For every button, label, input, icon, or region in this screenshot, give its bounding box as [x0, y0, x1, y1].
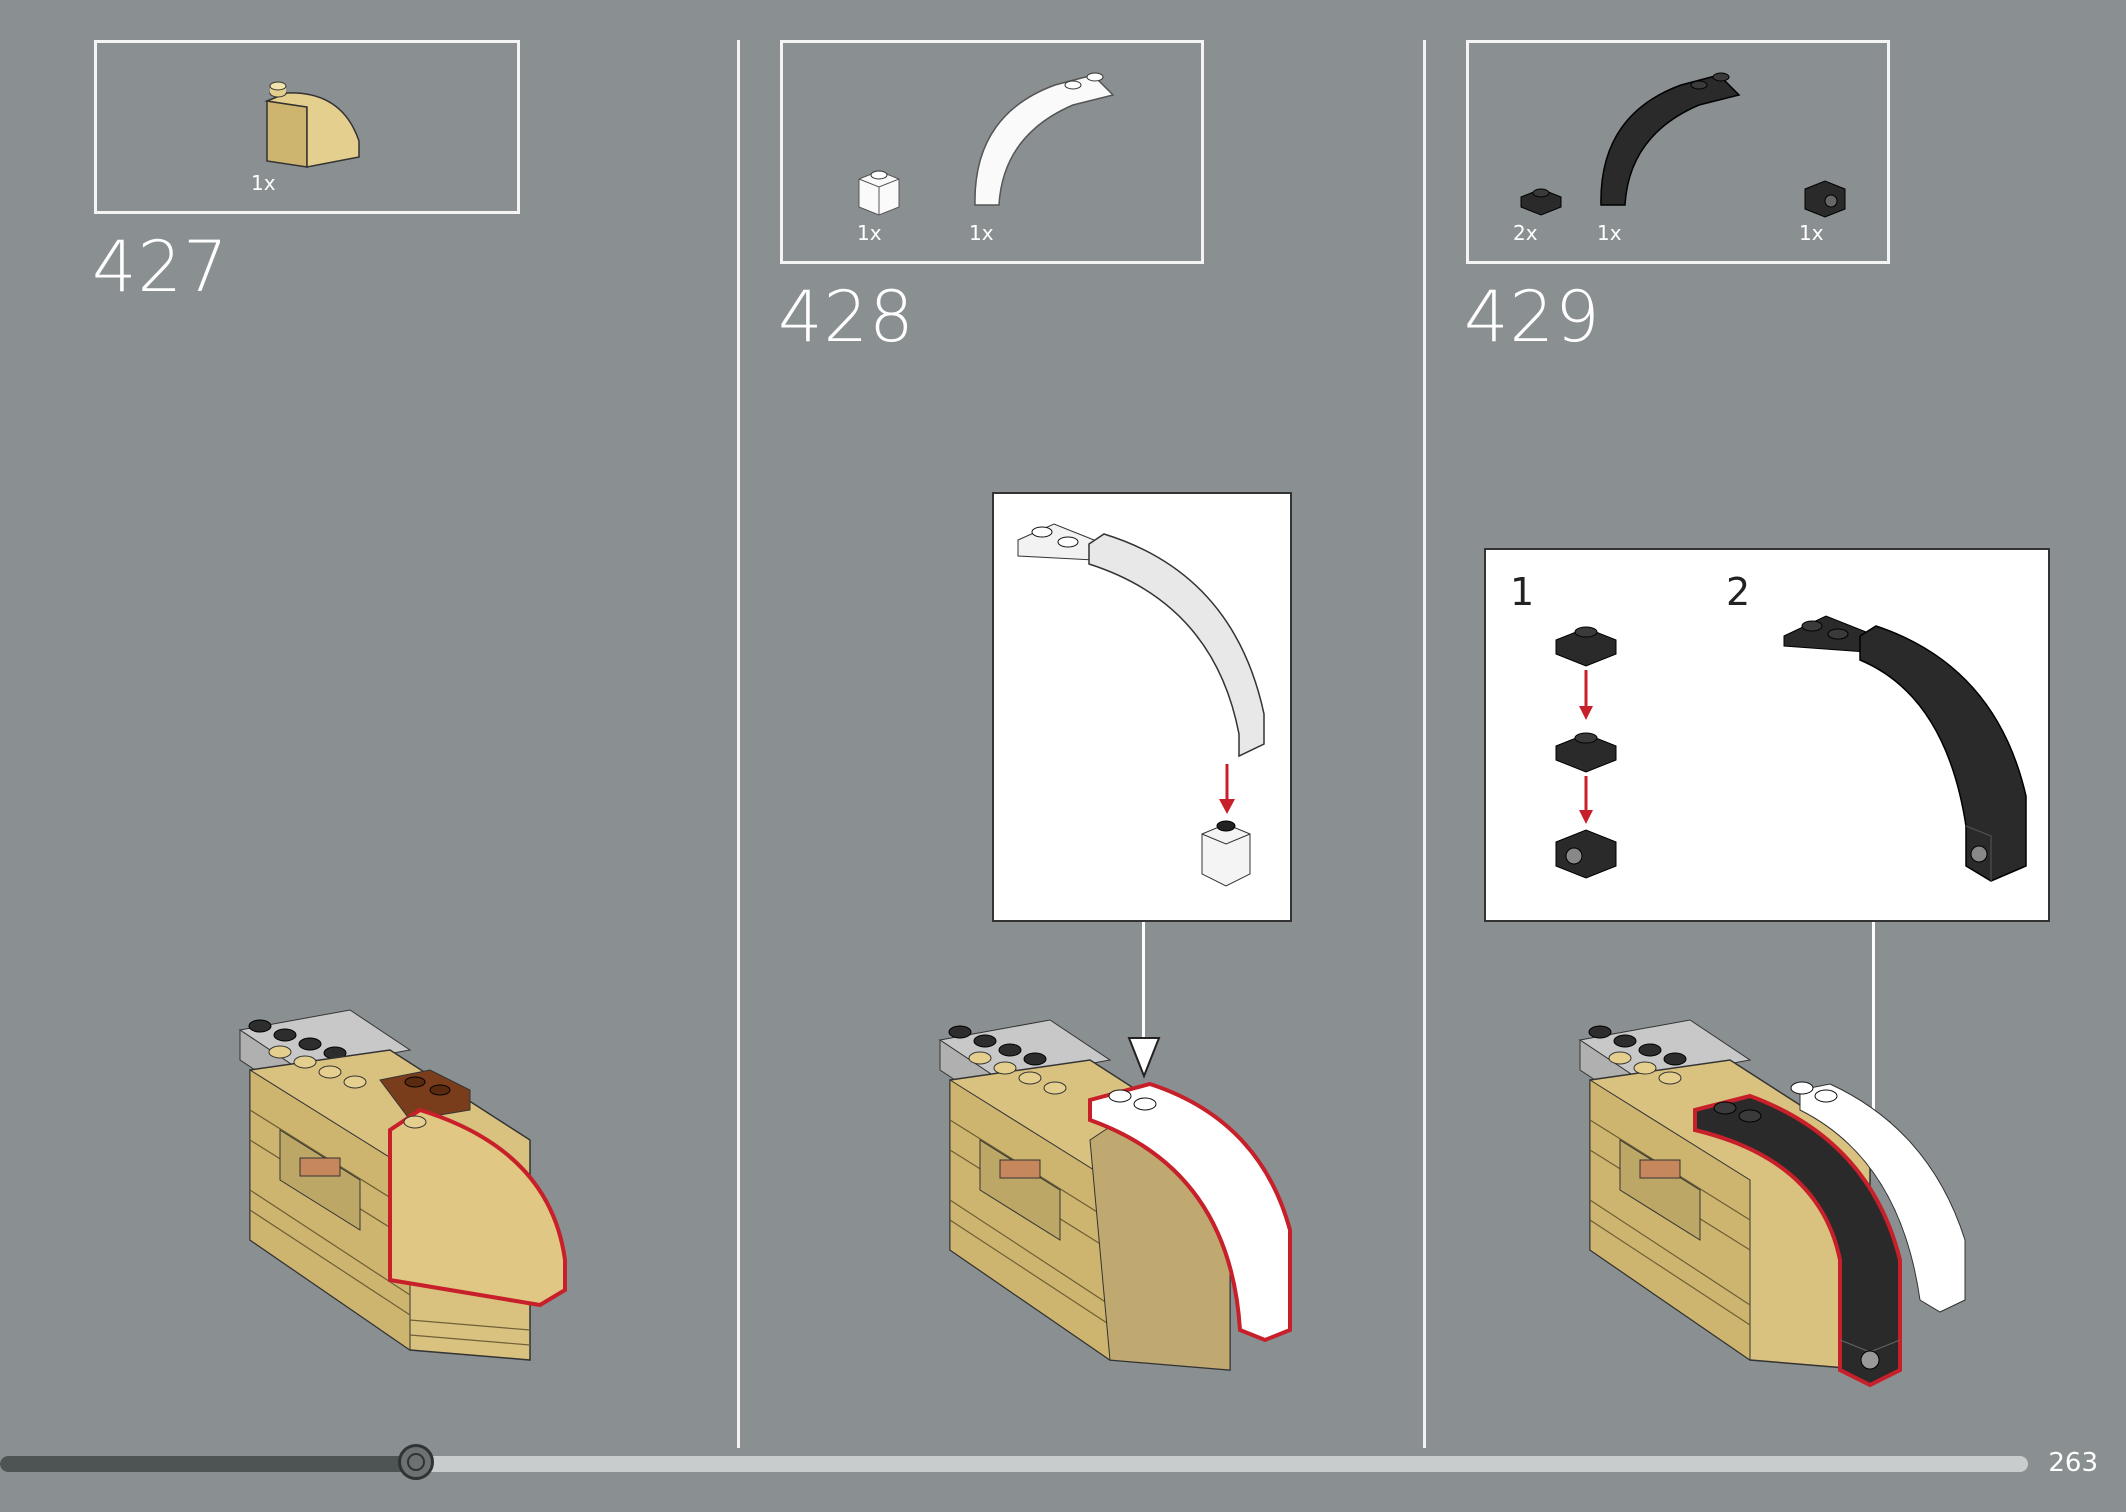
white-arch-icon [1017, 523, 1265, 887]
black-arch-icon [1783, 615, 2027, 882]
callout-connector-429 [1872, 922, 1875, 1132]
callout-connector-428 [1142, 922, 1145, 1042]
part-qty: 2x [1513, 221, 1538, 245]
black-arch-icon [1600, 72, 1741, 206]
parts-list-box-429: 2x 1x 1x [1466, 40, 1890, 264]
step-number-427: 427 [92, 226, 229, 308]
model-assembly-429 [1578, 1019, 1966, 1388]
progress-knob[interactable] [398, 1444, 434, 1480]
callout-box-429: 1 2 [1484, 548, 2050, 922]
page-number: 263 [2048, 1448, 2098, 1478]
part-qty: 1x [1799, 221, 1824, 245]
black-plate-1x1-icon [1520, 188, 1562, 216]
callout-box-428 [992, 492, 1292, 922]
substep-number: 2 [1726, 570, 1751, 614]
down-arrow-icon [1127, 1037, 1161, 1079]
part-qty: 1x [251, 171, 276, 195]
white-brick-1x1-icon [858, 170, 900, 216]
tan-curved-slope-icon [264, 81, 360, 168]
column-divider [1423, 40, 1426, 1448]
parts-list-box-428: 1x 1x [780, 40, 1204, 264]
progress-bar [0, 1456, 2028, 1472]
part-qty: 1x [969, 221, 994, 245]
step-number-429: 429 [1464, 276, 1601, 358]
parts-list-box-427: 1x [94, 40, 520, 214]
part-qty: 1x [857, 221, 882, 245]
black-bracket-icon [1804, 180, 1846, 218]
black-plate-stack-icon [1555, 626, 1617, 879]
model-assembly-428 [938, 1019, 1292, 1371]
white-arch-icon [974, 72, 1115, 206]
progress-fill [0, 1456, 416, 1472]
step-number-428: 428 [778, 276, 915, 358]
column-divider [737, 40, 740, 1448]
model-assembly-427 [238, 1009, 567, 1361]
substep-number: 1 [1510, 570, 1535, 614]
part-qty: 1x [1597, 221, 1622, 245]
